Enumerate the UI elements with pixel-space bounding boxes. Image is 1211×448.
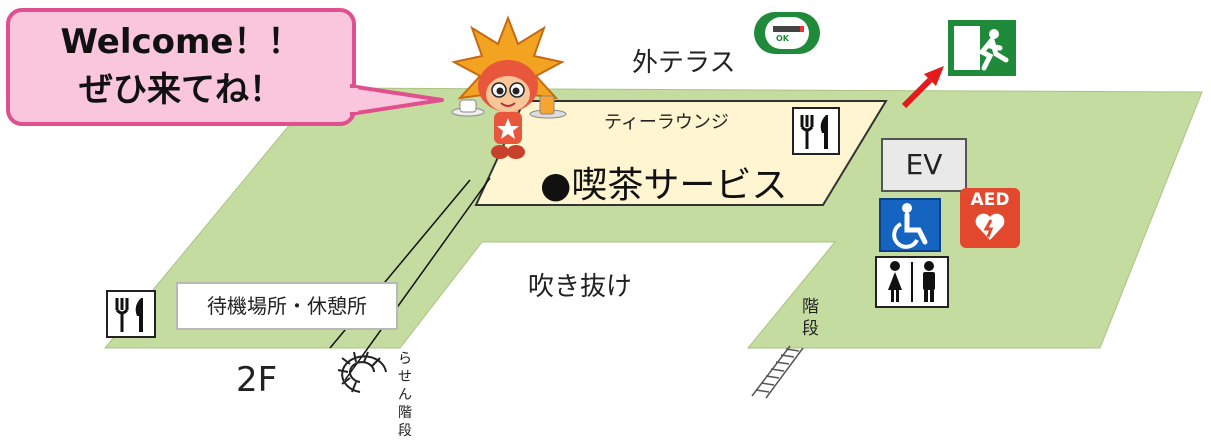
aed-label: AED bbox=[970, 190, 1010, 210]
elevator-box: EV bbox=[881, 138, 967, 192]
spiral-stairs-label: らせん階段 bbox=[398, 351, 412, 439]
waiting-area-box: 待機場所・休憩所 bbox=[176, 282, 398, 330]
tea-lounge-label: ティーラウンジ bbox=[604, 112, 729, 133]
bubble-line-1: Welcome！！ bbox=[60, 22, 302, 62]
floor-label: 2F bbox=[236, 360, 278, 400]
aed-heart-icon: AED bbox=[960, 188, 1020, 248]
cafe-service-label: ●喫茶サービス bbox=[540, 165, 788, 206]
restroom-icon bbox=[875, 256, 949, 308]
fork-knife-icon bbox=[792, 107, 840, 155]
no-smoking-icon: OK bbox=[754, 12, 820, 54]
waiting-area-label: 待機場所・休憩所 bbox=[207, 294, 367, 318]
elevator-label: EV bbox=[905, 148, 943, 181]
mascot-character bbox=[451, 15, 567, 159]
speech-bubble: Welcome！！ ぜひ来てね！ bbox=[6, 8, 356, 126]
atrium-label: 吹き抜け bbox=[528, 272, 633, 302]
bubble-line-2: ぜひ来てね！ bbox=[79, 70, 283, 110]
emergency-exit-icon bbox=[948, 20, 1016, 76]
wheelchair-icon bbox=[879, 198, 941, 252]
spiral-stairs-icon bbox=[337, 351, 387, 393]
stairs-graphic bbox=[751, 345, 804, 399]
tea-lounge-area bbox=[474, 100, 888, 206]
stairs-label: 階段 bbox=[802, 297, 819, 339]
speech-bubble-tail bbox=[350, 84, 444, 116]
outdoor-terrace-label: 外テラス bbox=[632, 48, 736, 78]
waiting-area-fork-knife-icon bbox=[106, 290, 156, 338]
exit-arrow bbox=[901, 66, 944, 109]
no-smoking-badge-text: OK bbox=[776, 34, 789, 43]
